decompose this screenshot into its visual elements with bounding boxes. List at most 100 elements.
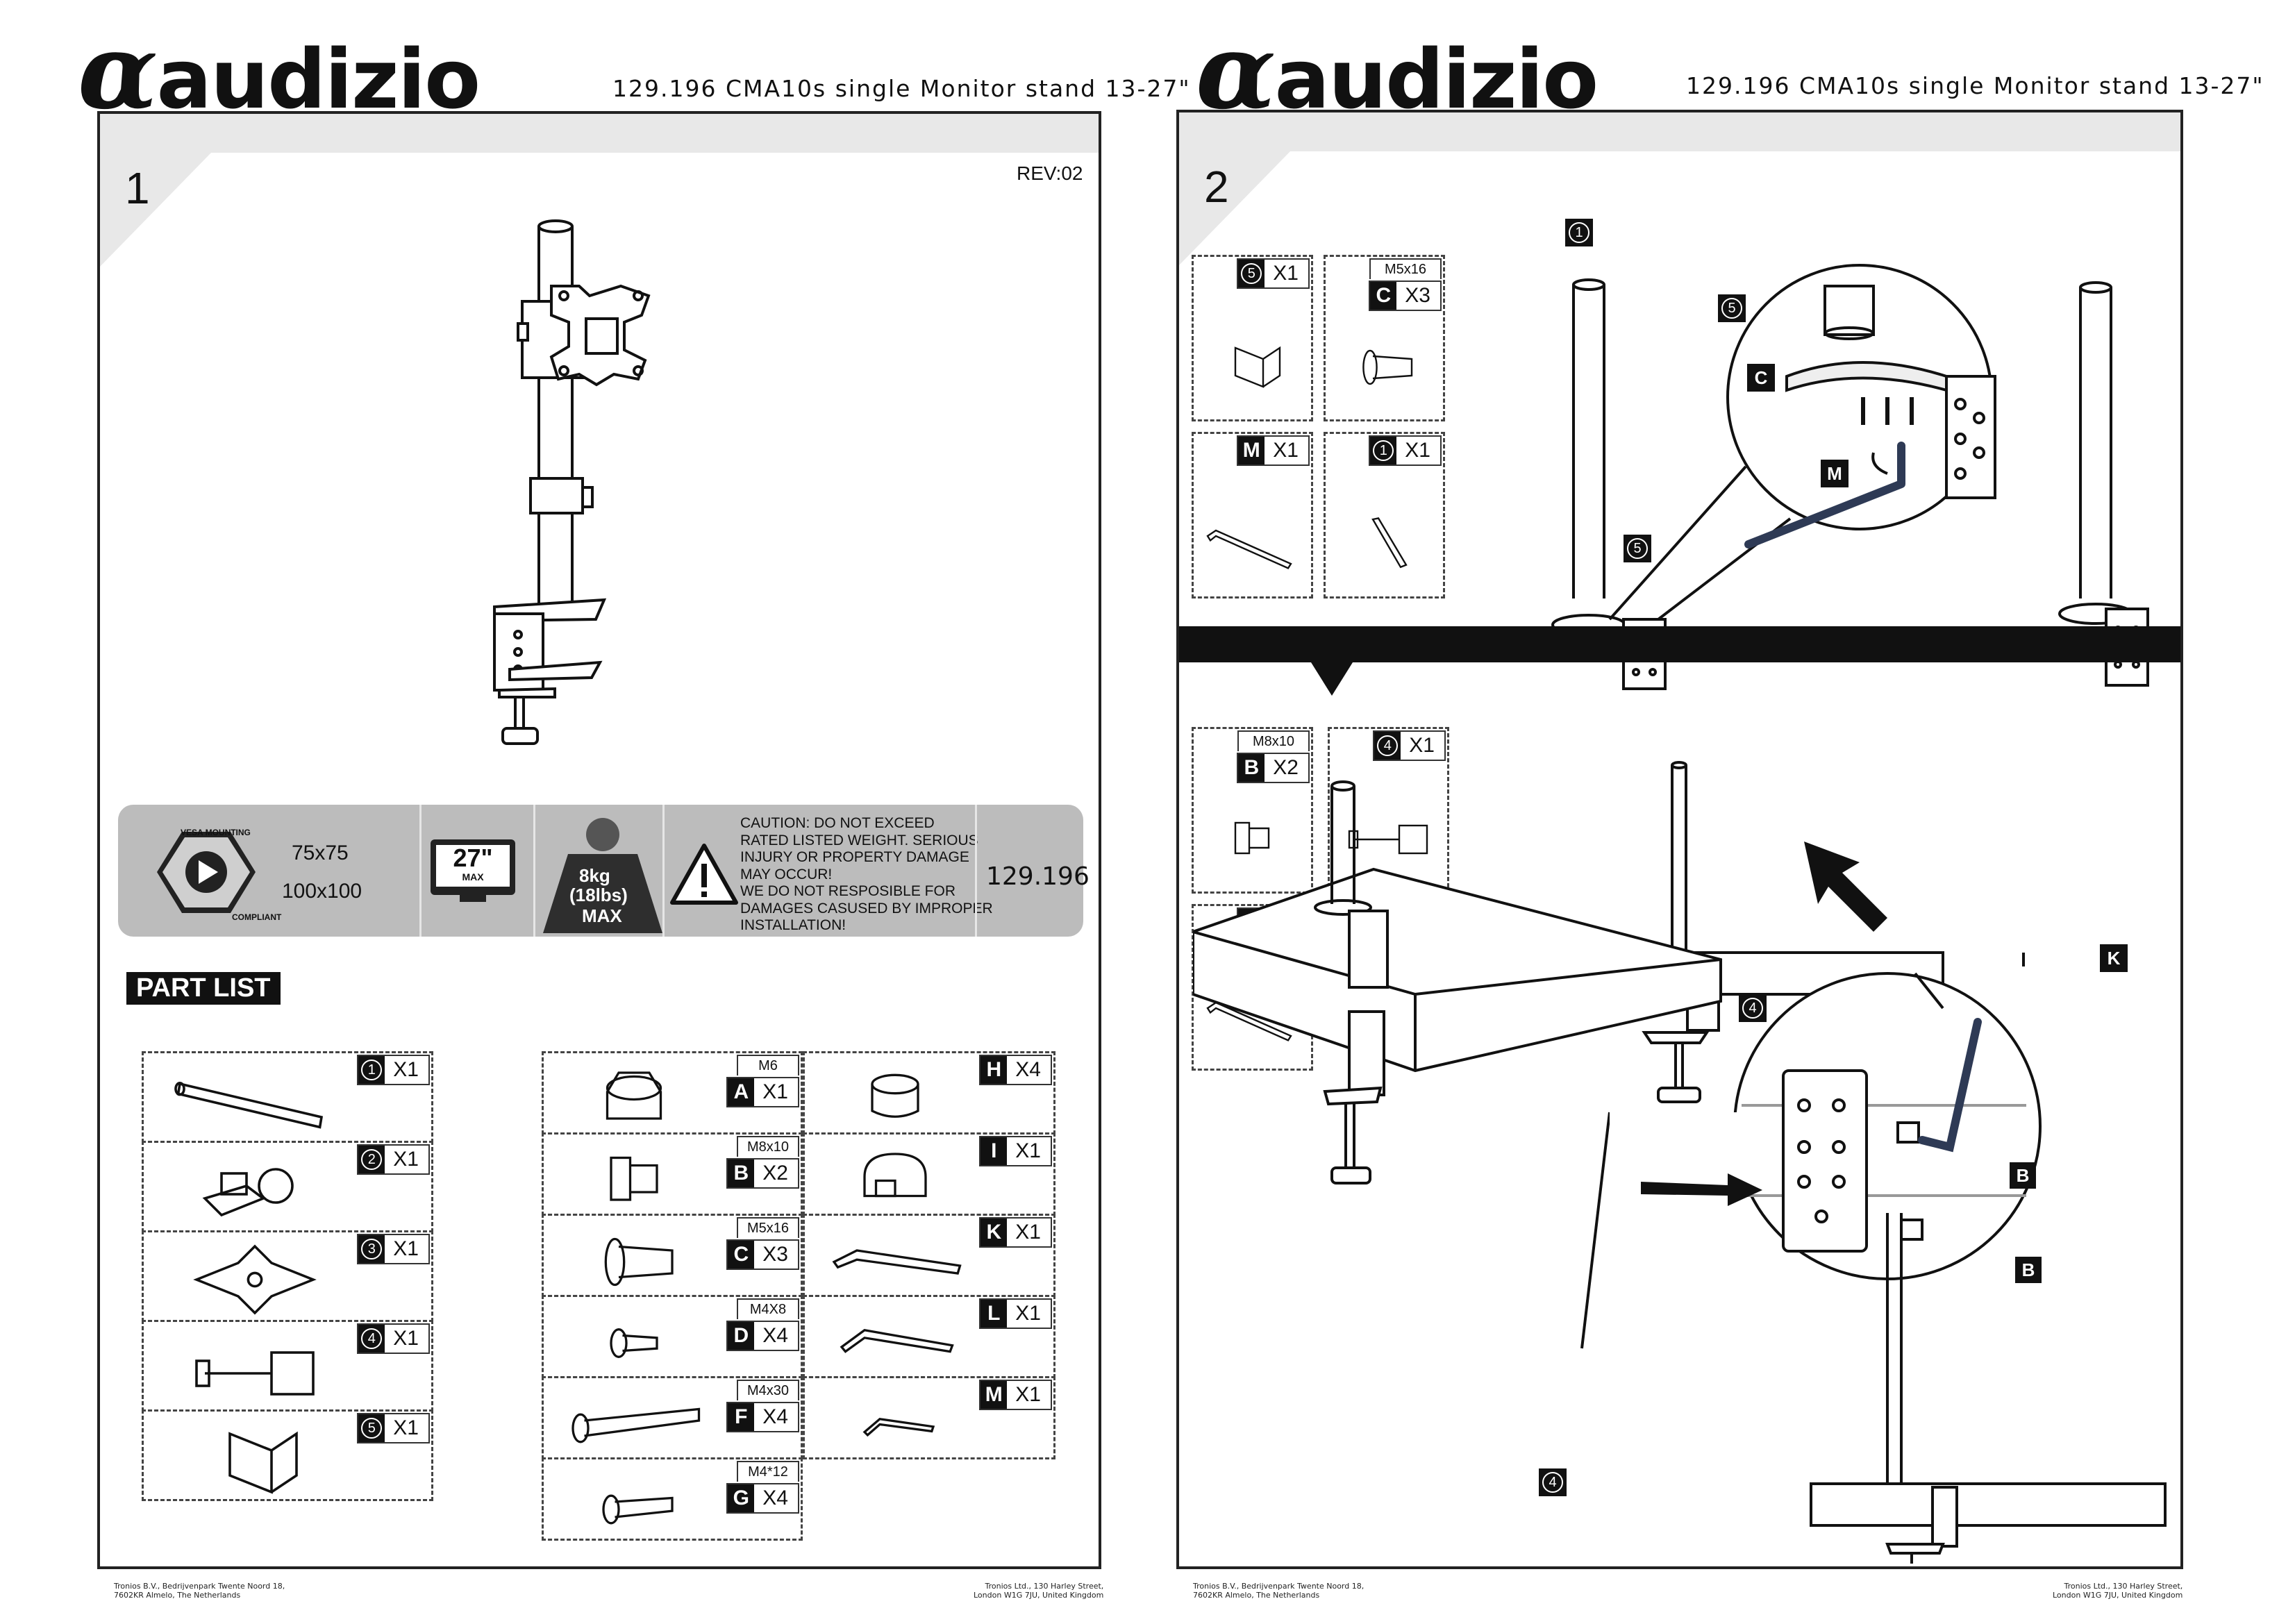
callout-part-4-top: 4 xyxy=(1739,994,1767,1022)
page1-footer-left: Tronios B.V., Bedrijvenpark Twente Noord… xyxy=(114,1582,285,1600)
callout-key-k: K xyxy=(2100,944,2128,972)
page1-frame: 1 REV:02 VESA MOU xyxy=(97,111,1101,1569)
page2-title: 129.196 CMA10s single Monitor stand 13-2… xyxy=(1686,72,2264,99)
caution-text: CAUTION: DO NOT EXCEED RATED LISTED WEIG… xyxy=(740,815,993,933)
hardware-spec: M5x16 xyxy=(737,1217,799,1238)
hardware-spec: M4X8 xyxy=(737,1298,799,1319)
callout-screw-c: C xyxy=(1747,364,1775,392)
screen-size-icon: 27" MAX xyxy=(431,839,515,895)
weight-lbs: (18lbs) xyxy=(569,885,628,905)
hardware-spec: M4x30 xyxy=(737,1380,799,1400)
callout-key-m: M xyxy=(1821,460,1848,487)
hex-key-small-icon xyxy=(862,1418,935,1437)
step-number: 1 xyxy=(125,163,150,213)
hex-key-medium-icon xyxy=(840,1329,954,1353)
desk-clamp-assembly-illustration xyxy=(1193,761,2167,1564)
hex-nut-icon xyxy=(606,1071,662,1120)
page1-footer-right: Tronios Ltd., 130 Harley Street,London W… xyxy=(974,1582,1104,1600)
vesa-size-1: 75x75 xyxy=(292,842,349,864)
monitor-stand-illustration xyxy=(493,219,651,745)
page2-footer-right: Tronios Ltd., 130 Harley Street,London W… xyxy=(2053,1582,2183,1600)
callout-part-5: 5 xyxy=(1624,535,1651,562)
vesa-compliant-icon xyxy=(157,832,256,913)
medium-screw-icon xyxy=(602,1494,674,1525)
short-bolt-icon xyxy=(610,1156,658,1201)
pole-icon xyxy=(174,1082,324,1129)
vesa-label-top: VESA MOUNTING xyxy=(181,828,251,837)
step-number-2: 2 xyxy=(1204,162,1229,212)
hex-key-icon xyxy=(1206,529,1292,569)
callout-part-5-zoom: 5 xyxy=(1718,294,1746,322)
brand-logo-2: αaudizio xyxy=(1196,10,1599,133)
long-screw-icon xyxy=(571,1407,701,1443)
desk-clamp-screw-icon xyxy=(195,1351,315,1396)
vesa-size-2: 100x100 xyxy=(282,880,362,903)
angle-bracket-icon xyxy=(228,1431,298,1494)
page2-footer-left: Tronios B.V., Bedrijvenpark Twente Noord… xyxy=(1193,1582,1364,1600)
weight-value: 8kg xyxy=(579,865,610,886)
page1-title: 129.196 CMA10s single Monitor stand 13-2… xyxy=(612,75,1191,102)
countersunk-screw-icon xyxy=(604,1237,674,1287)
callout-part-4-bottom: 4 xyxy=(1539,1468,1567,1496)
cable-clip-icon xyxy=(863,1153,927,1198)
callout-bolt-b-2: B xyxy=(2015,1257,2042,1283)
step-divider-band xyxy=(1179,626,2180,696)
weight-icon xyxy=(543,818,662,933)
weight-max: MAX xyxy=(582,905,622,926)
countersunk-screw-icon xyxy=(1362,349,1413,385)
pole-base-assembly-illustration xyxy=(1551,264,2149,690)
short-bolt-icon xyxy=(1234,821,1270,855)
revision-label: REV:02 xyxy=(1017,162,1083,184)
part-spec: M5x16 xyxy=(1369,258,1442,279)
callout-bolt-b-1: B xyxy=(2010,1162,2036,1189)
vesa-plate-icon xyxy=(193,1244,317,1315)
brand-logo: αaudizio xyxy=(78,10,481,133)
pole-clamp-icon xyxy=(202,1168,294,1217)
hardware-spec: M8x10 xyxy=(737,1136,799,1157)
